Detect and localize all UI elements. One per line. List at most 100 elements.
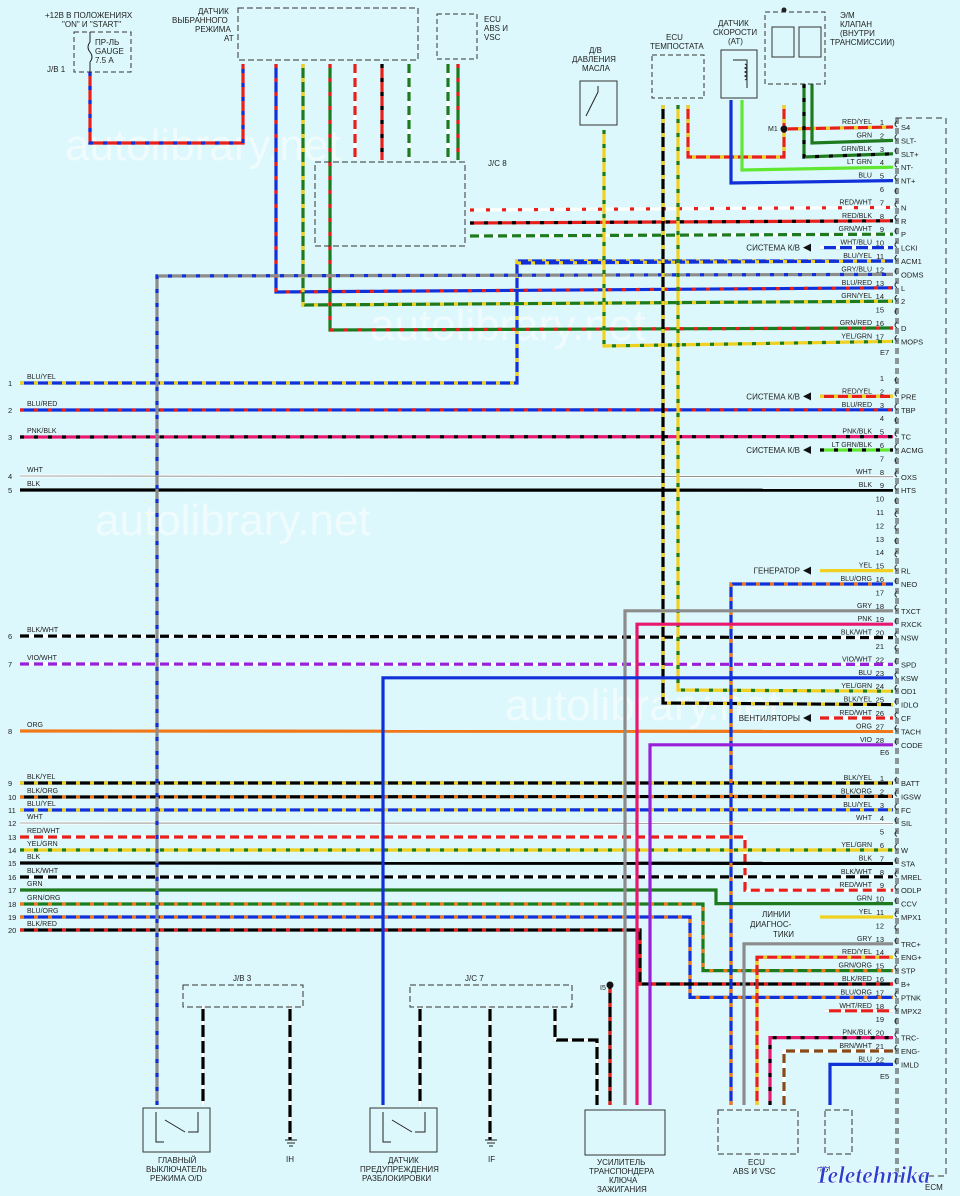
ecm-pin-note: ВЕНТИЛЯТОРЫ bbox=[739, 714, 800, 723]
left-wire-label: BLU/ORG bbox=[27, 908, 59, 915]
wire-gear-2 bbox=[301, 64, 894, 307]
wires-layer bbox=[19, 64, 894, 1140]
pin-socket-icon bbox=[894, 897, 898, 904]
left-wire-number: 5 bbox=[8, 486, 12, 495]
ecm-pin-number: 2 bbox=[880, 131, 884, 140]
pin-socket-icon bbox=[894, 964, 898, 971]
pin-socket-icon bbox=[894, 214, 898, 222]
ecm-pin-number: 9 bbox=[880, 225, 884, 234]
ecm-wire-label: BLK/WHT bbox=[841, 630, 873, 637]
ecm-pin-terminal: B+ bbox=[901, 980, 911, 989]
wire-code bbox=[648, 743, 893, 1105]
ecm-pin-terminal: ENG- bbox=[901, 1047, 920, 1056]
pin-socket-icon bbox=[894, 830, 898, 837]
wire-slt-minus bbox=[810, 84, 894, 145]
wire-ksw bbox=[381, 676, 893, 1105]
ecm-pin-terminal: TACH bbox=[901, 727, 921, 736]
wire-imld bbox=[828, 1062, 893, 1105]
jb1-label: J/B 1 bbox=[47, 65, 66, 74]
left-wire-label: BLU/YEL bbox=[27, 801, 56, 808]
left-wire-label: PNK/BLK bbox=[27, 428, 57, 435]
ecm-pin-terminal: R bbox=[901, 217, 907, 226]
ecm-wire-label: YEL/GRN bbox=[841, 683, 872, 690]
pin-socket-icon bbox=[894, 870, 898, 878]
junction-dot bbox=[780, 125, 788, 133]
left-wire-number: 9 bbox=[8, 779, 12, 788]
power-title-1: +12В В ПОЛОЖЕНИЯХ bbox=[45, 11, 133, 20]
pin-socket-icon bbox=[894, 281, 898, 289]
ecm-pin-note: ГЕНЕРАТОР bbox=[754, 567, 800, 576]
diag-note: ЛИНИИ bbox=[762, 910, 791, 919]
pin-socket-icon bbox=[894, 1058, 898, 1065]
wire-left-18 bbox=[20, 902, 893, 973]
ecm-wire-label: BLU bbox=[858, 173, 872, 180]
pin-socket-icon bbox=[894, 857, 898, 864]
ecm-pin-number: 10 bbox=[876, 239, 884, 248]
ecm-pin-number: 13 bbox=[876, 535, 884, 544]
ground-icon bbox=[285, 1139, 297, 1147]
ecm-pin-number: 18 bbox=[876, 602, 884, 611]
watermark: autolibrary.net bbox=[95, 496, 371, 545]
pin-socket-icon bbox=[894, 564, 898, 571]
left-wire-label: WHT bbox=[27, 467, 44, 474]
ecu-abs-top-box bbox=[436, 13, 478, 60]
od-switch-box bbox=[142, 1107, 211, 1153]
pin-socket-icon bbox=[894, 604, 898, 612]
ecm-wire-label: BLK/ORG bbox=[841, 788, 872, 795]
ecm-wire-label: GRN/WHT bbox=[839, 226, 873, 233]
ecm-pin-number: 12 bbox=[876, 521, 884, 530]
ecm-pin-number: 1 bbox=[880, 374, 884, 383]
ecm-wire-label: PNK/BLK bbox=[842, 1030, 872, 1037]
wire-eng-plus bbox=[755, 955, 893, 1105]
brand-logo: Teletehnika bbox=[815, 1163, 930, 1189]
ecm-pin-number: 7 bbox=[880, 198, 884, 207]
arrow-left-icon bbox=[803, 243, 811, 252]
ecm-wire-label: BLU/YEL bbox=[843, 253, 872, 260]
ecu-bottom-right-title: КУ bbox=[820, 1165, 831, 1174]
ecm-wire-label: GRN bbox=[856, 896, 872, 903]
diag-note: ТИКИ bbox=[773, 930, 794, 939]
ecm-pin-number: 12 bbox=[876, 265, 884, 274]
ecm-pin-terminal: MPX1 bbox=[901, 913, 921, 922]
pin-socket-icon bbox=[894, 924, 898, 931]
coil-icon bbox=[733, 59, 748, 88]
jb3-label: J/B 3 bbox=[233, 974, 252, 983]
switch-icon bbox=[382, 1112, 426, 1143]
oil-pressure-title: МАСЛА bbox=[582, 64, 611, 73]
ecm-pin-number: 26 bbox=[876, 709, 884, 718]
ecm-pin-terminal: MREL bbox=[901, 873, 922, 882]
left-wire-label: BLK bbox=[27, 481, 41, 488]
solenoid-title: (ВНУТРИ bbox=[840, 29, 875, 38]
ecm-pin-number: 2 bbox=[880, 387, 884, 396]
ecm-pin-number: 14 bbox=[876, 948, 884, 957]
ecm-pin-terminal: ACMG bbox=[901, 446, 924, 455]
ecm-wire-label: GRN/BLK bbox=[841, 146, 872, 153]
ecu-abs-bottom-title: ABS И VSC bbox=[733, 1167, 776, 1176]
ecm-pin-terminal: PTNK bbox=[901, 993, 921, 1002]
ecm-pin-terminal: W bbox=[901, 846, 909, 855]
ecm-pin-number: 8 bbox=[880, 212, 884, 221]
ecm-pin-terminal: N bbox=[901, 203, 906, 212]
ecm-pin-terminal: STP bbox=[901, 967, 916, 976]
labels-layer: E7E6E51S4RED/YEL2SLT-GRN3SLT+GRN/BLK4NT-… bbox=[8, 118, 924, 1081]
wire-od1 bbox=[676, 105, 894, 693]
ecm-pin-number: 12 bbox=[876, 921, 884, 930]
ecm-pin-terminal: ODLP bbox=[901, 886, 921, 895]
wire-slt-plus bbox=[802, 84, 894, 159]
wire-left-19 bbox=[20, 915, 893, 999]
ecm-wire-label: LT GRN bbox=[847, 159, 872, 166]
switch-icon bbox=[155, 1112, 199, 1143]
ecm-pin-terminal: SPD bbox=[901, 660, 917, 669]
watermark: autolibrary.net bbox=[370, 301, 646, 350]
jc7-box bbox=[409, 984, 573, 1008]
transponder-box bbox=[584, 1109, 666, 1156]
wire-trc-plus bbox=[742, 942, 893, 1105]
ecm-pin-terminal: ACM1 bbox=[901, 257, 922, 266]
ecm-pin-terminal: TRC+ bbox=[901, 940, 921, 949]
pin-socket-icon bbox=[894, 738, 898, 746]
solenoid-box bbox=[764, 11, 826, 85]
transponder-title: ТРАНСПОНДЕРА bbox=[589, 1167, 655, 1176]
jc8-box bbox=[314, 161, 466, 247]
wire-left-10 bbox=[19, 794, 894, 799]
ecu-abs-title: ECU bbox=[484, 15, 501, 24]
